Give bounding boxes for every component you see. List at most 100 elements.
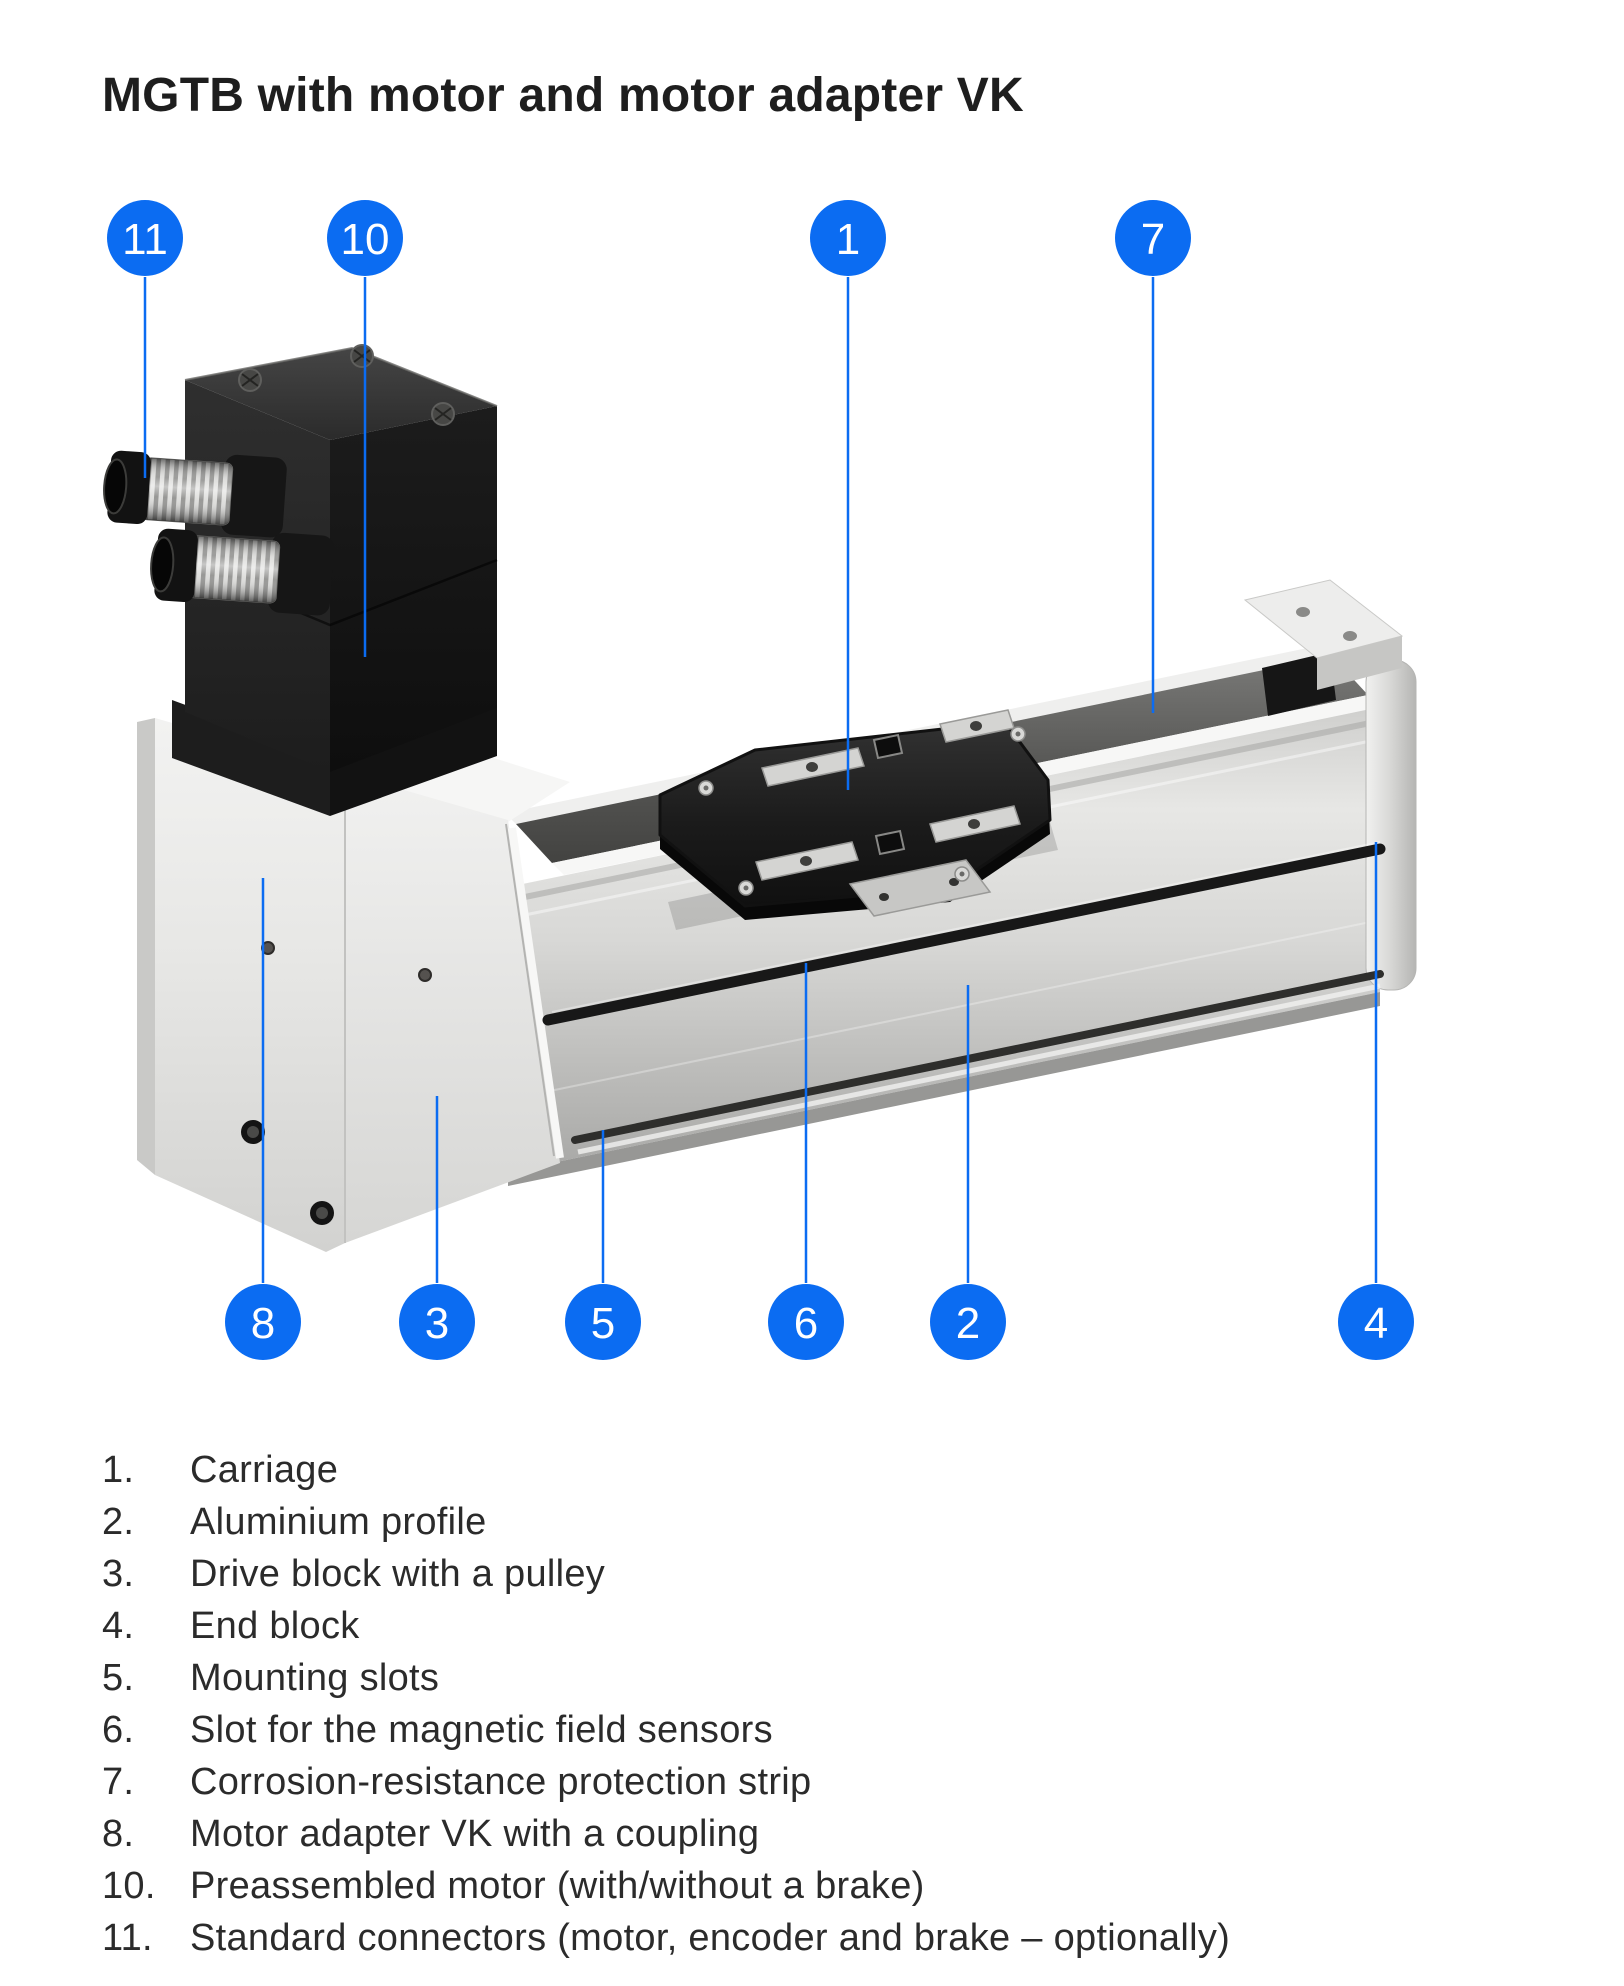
legend-item: 4. End block <box>102 1600 1572 1652</box>
sensor-slot-highlight <box>551 841 1381 1013</box>
callouts: 11 10 1 7 8 3 <box>107 200 1414 1360</box>
carriage-insert-hole <box>970 721 982 731</box>
connector-thread-shade <box>188 535 280 604</box>
callout-number: 10 <box>341 215 390 264</box>
callout-circle <box>225 1284 301 1360</box>
legend-item: 6. Slot for the magnetic field sensors <box>102 1704 1572 1756</box>
legend-item-label: Aluminium profile <box>190 1501 487 1543</box>
legend-item-number: 7. <box>102 1761 135 1803</box>
connector-collar <box>267 532 334 616</box>
end-block-cap <box>1365 659 1417 991</box>
motor-top-screws <box>238 344 455 426</box>
legend: 1. Carriage 2. Aluminium profile 3. Driv… <box>102 1444 1572 1964</box>
legend-item-label: Standard connectors (motor, encoder and … <box>190 1917 1231 1959</box>
callout-10: 10 <box>327 200 403 276</box>
callout-circle <box>107 200 183 276</box>
callout-number: 6 <box>794 1299 818 1348</box>
connector-collar <box>220 454 287 538</box>
legend-item-label: Motor adapter VK with a coupling <box>190 1813 760 1855</box>
carriage-nut <box>872 733 904 760</box>
carriage-insert-hole <box>800 856 812 866</box>
sensor-slot <box>542 843 1386 1026</box>
callout-number: 11 <box>122 215 168 264</box>
rail-bottom-sliver <box>508 992 1380 1186</box>
callout-circle <box>1115 200 1191 276</box>
legend-item: 2. Aluminium profile <box>102 1496 1572 1548</box>
callout-number: 4 <box>1364 1299 1388 1348</box>
callout-circle <box>327 200 403 276</box>
callout-7: 7 <box>1115 200 1191 276</box>
callout-8: 8 <box>225 1284 301 1360</box>
adapter-front-face <box>155 718 345 1252</box>
legend-item: 1. Carriage <box>102 1444 1572 1496</box>
callout-number: 8 <box>251 1299 275 1348</box>
callout-circle <box>1338 1284 1414 1360</box>
legend-item: 5. Mounting slots <box>102 1652 1572 1704</box>
callout-circle <box>768 1284 844 1360</box>
legend-item-number: 5. <box>102 1657 135 1699</box>
legend-item-label: Preassembled motor (with/without a brake… <box>190 1865 925 1907</box>
callout-3: 3 <box>399 1284 475 1360</box>
drive-block-corner-edge <box>505 823 555 1157</box>
diagram-canvas: 11 10 1 7 8 3 <box>103 200 1417 1360</box>
flange-front-face <box>172 700 330 816</box>
leader-lines <box>143 277 1378 1283</box>
carriage-insert-hole <box>806 762 818 772</box>
callout-number: 7 <box>1141 215 1165 264</box>
callout-circle <box>930 1284 1006 1360</box>
callout-number: 2 <box>956 1299 980 1348</box>
drive-block-front-face <box>345 773 560 1243</box>
rail-slots <box>542 841 1386 1155</box>
carriage-nut <box>874 829 906 856</box>
legend-item-number: 8. <box>102 1813 135 1855</box>
connector-thread-shade <box>141 457 233 526</box>
flange-right-face <box>330 698 497 816</box>
legend-item: 10. Preassembled motor (with/without a b… <box>102 1860 1572 1912</box>
end-block-screw-hole <box>1343 631 1357 641</box>
connector-tip-opening <box>103 458 128 515</box>
legend-item-number: 4. <box>102 1605 135 1647</box>
legend-item-number: 2. <box>102 1501 135 1543</box>
mounting-slot <box>571 970 1384 1144</box>
carriage-front-plate-hole <box>879 893 889 901</box>
legend-item-number: 11. <box>102 1917 153 1959</box>
device-illustration <box>103 344 1417 1252</box>
callout-5: 5 <box>565 1284 641 1360</box>
callout-number: 5 <box>591 1299 615 1348</box>
legend-item-number: 3. <box>102 1553 135 1595</box>
motor-right-face <box>330 406 497 772</box>
legend-item-number: 1. <box>102 1449 135 1491</box>
connector-tip-opening <box>150 536 175 593</box>
adapter-screw <box>247 1126 259 1138</box>
callout-2: 2 <box>930 1284 1006 1360</box>
callout-11: 11 <box>107 200 183 276</box>
callout-number: 3 <box>425 1299 449 1348</box>
drive-block-screw <box>418 968 432 982</box>
legend-item: 11. Standard connectors (motor, encoder … <box>102 1912 1572 1964</box>
legend-item-label: Slot for the magnetic field sensors <box>190 1709 773 1751</box>
legend-item-label: Corrosion-resistance protection strip <box>190 1761 812 1803</box>
adapter-screw <box>316 1207 328 1219</box>
legend-item: 8. Motor adapter VK with a coupling <box>102 1808 1572 1860</box>
rail-highlight-2 <box>539 919 1381 1094</box>
carriage <box>658 709 1058 930</box>
connectors <box>103 450 334 616</box>
carriage-insert-hole <box>968 819 980 829</box>
legend-item: 3. Drive block with a pulley <box>102 1548 1572 1600</box>
carriage-screw-centers <box>703 731 1021 891</box>
legend-item-label: End block <box>190 1605 360 1647</box>
legend-item-label: Mounting slots <box>190 1657 440 1699</box>
drive-block-corner-highlight <box>508 827 564 1159</box>
motor-flange <box>172 698 497 816</box>
motor-top-edge-highlight <box>184 346 498 407</box>
callout-6: 6 <box>768 1284 844 1360</box>
callout-1: 1 <box>810 200 886 276</box>
connector <box>103 450 287 538</box>
legend-item-label: Carriage <box>190 1449 339 1491</box>
mounting-slot-highlight <box>577 983 1381 1155</box>
motor-adapter <box>137 718 345 1252</box>
callout-circle <box>399 1284 475 1360</box>
callout-4: 4 <box>1338 1284 1414 1360</box>
callout-circle <box>810 200 886 276</box>
